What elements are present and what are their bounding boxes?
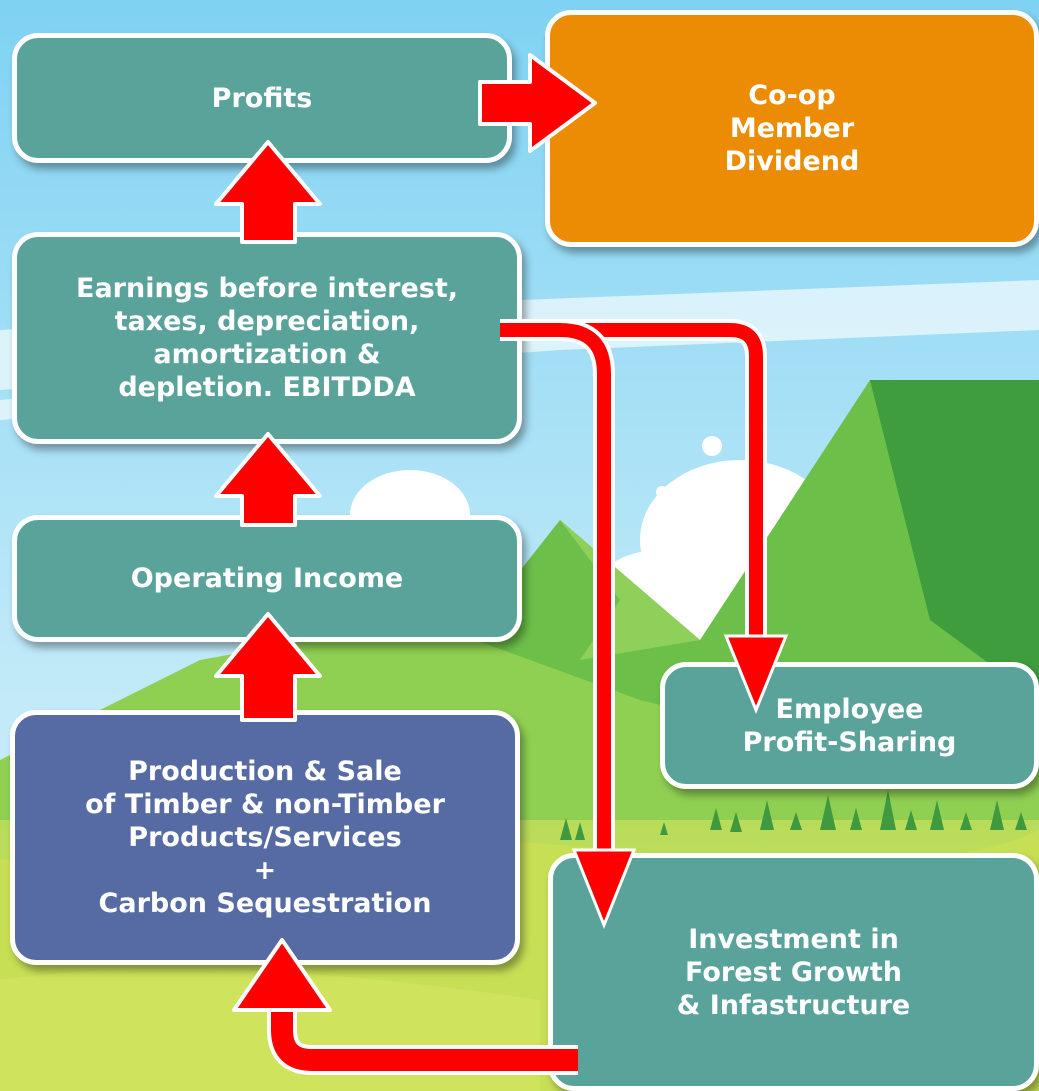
- production-box: Production & Sale of Timber & non-Timber…: [10, 710, 520, 965]
- production-label: Production & Sale of Timber & non-Timber…: [85, 756, 445, 919]
- profits-label: Profits: [211, 82, 313, 114]
- dividend-label: Co-op Member Dividend: [724, 80, 860, 177]
- operating-income-label: Operating Income: [130, 563, 404, 594]
- operating-income-box: Operating Income: [12, 515, 522, 642]
- profits-box: Profits: [12, 33, 512, 163]
- mountain: [870, 380, 1039, 700]
- ebitdda-label: Earnings before interest, taxes, depreci…: [76, 273, 458, 403]
- cloud: [702, 436, 722, 456]
- dividend-box: Co-op Member Dividend: [545, 10, 1039, 247]
- cloud: [656, 486, 668, 498]
- ebitdda-box: Earnings before interest, taxes, depreci…: [12, 232, 522, 444]
- investment-box: Investment in Forest Growth & Infastruct…: [548, 853, 1039, 1091]
- investment-label: Investment in Forest Growth & Infastruct…: [676, 923, 911, 1021]
- employee-box: Employee Profit-Sharing: [660, 662, 1039, 789]
- employee-label: Employee Profit-Sharing: [742, 693, 957, 758]
